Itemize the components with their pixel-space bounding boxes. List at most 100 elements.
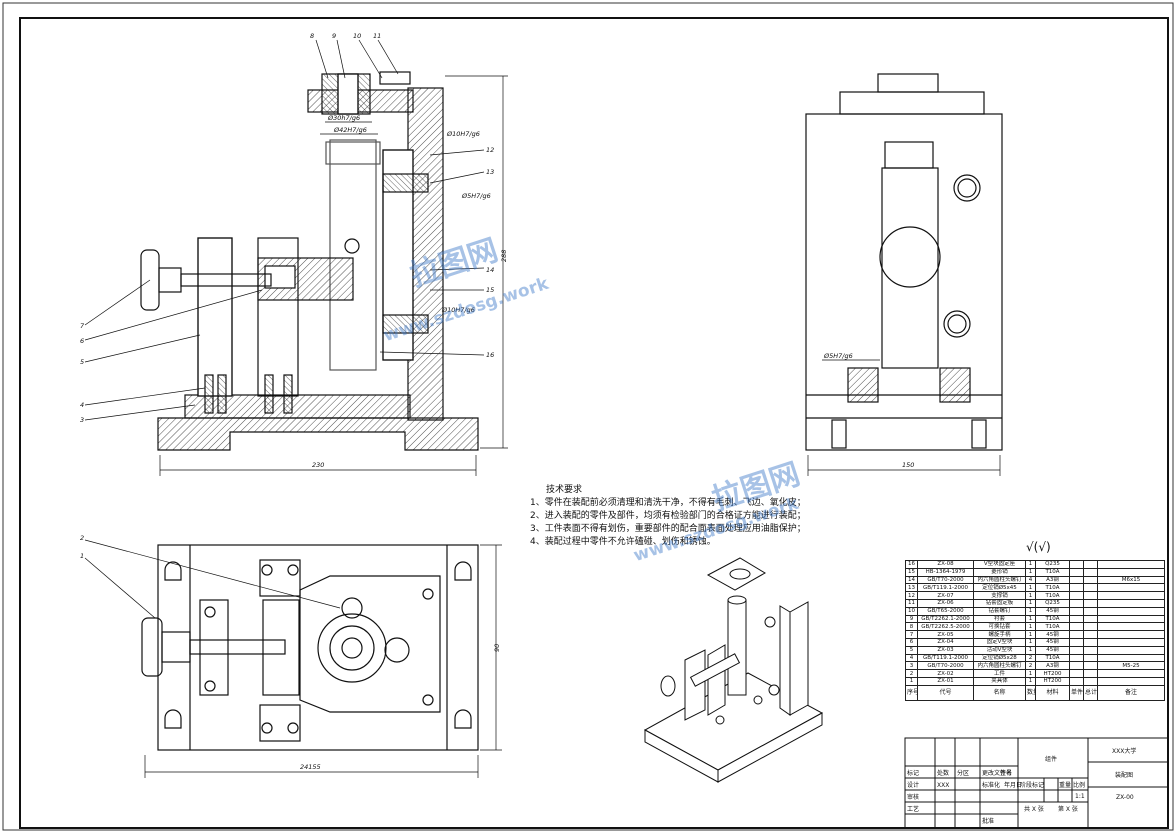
tb-change: 更改文件号 [982, 769, 1012, 777]
bom-cell: ZX-04 [917, 637, 974, 647]
bom-cell [1069, 653, 1084, 663]
dim-d42: Ø42H7/g6 [333, 126, 367, 134]
notes-line-4: 4、装配过程中零件不允许磕碰、划伤和锈蚀。 [530, 537, 716, 547]
balloon-14: 14 [486, 266, 494, 274]
dim-d30: Ø30h7/g6 [327, 114, 360, 122]
bom-cell: T10A [1035, 622, 1070, 632]
bom-cell: 工件 [973, 669, 1026, 678]
tb-zone: 分区 [957, 769, 969, 777]
bom-cell [1097, 583, 1165, 593]
bom-cell: 10 [905, 606, 918, 616]
tb-sheets: 共 X 张 [1024, 805, 1044, 813]
bom-cell: M6x15 [1097, 575, 1165, 585]
tb-count: 处数 [937, 769, 949, 777]
front-base [157, 417, 479, 451]
tb-check: 审核 [907, 793, 919, 801]
bom-cell: 活动V型块 [973, 645, 1026, 655]
bom-cell: 1 [1025, 583, 1036, 593]
bom-cell [1069, 669, 1084, 678]
side-view [805, 73, 1003, 476]
side-dim-d5: Ø5H7/g6 [823, 352, 853, 360]
bom-cell: Q235 [1035, 560, 1070, 569]
tb-school: XXX大学 [1112, 747, 1136, 755]
bom-cell: 5 [905, 645, 918, 655]
title-block [904, 737, 1169, 829]
front-view-labels: 8 9 10 11 12 13 7 6 5 4 3 14 15 16 Ø30h7… [80, 32, 508, 469]
top-bushing [317, 613, 387, 683]
front-column [407, 87, 444, 421]
bom-cell: GB/T70-2000 [917, 575, 974, 585]
bom-cell [1097, 622, 1165, 632]
balloon-15: 15 [486, 286, 494, 294]
bom-cell: 内六角圆柱头螺钉 [973, 661, 1026, 671]
technical-requirements: 技术要求 1、零件在装配前必须清理和清洗干净，不得有毛刺、飞边、氧化皮； 2、进… [530, 484, 880, 549]
workpiece [329, 139, 377, 371]
bom-cell [1097, 598, 1165, 608]
bom-cell: 定位销Ø5x45 [973, 583, 1026, 593]
bom-cell: 2 [1025, 661, 1036, 671]
balloon-8: 8 [310, 32, 314, 40]
bom-cell: 14 [905, 575, 918, 585]
bom-header-cell: 数量 [1025, 684, 1036, 701]
bom-cell [1083, 676, 1098, 686]
bom-cell: 45钢 [1035, 645, 1070, 655]
bom-cell: 固定V型块 [973, 637, 1026, 647]
balloon-13: 13 [486, 168, 494, 176]
bom-cell [1069, 661, 1084, 671]
bom-cell: 45钢 [1035, 630, 1070, 639]
tb-craft: 工艺 [907, 805, 919, 813]
bom-cell: HT200 [1035, 669, 1070, 678]
roughness-symbol: √(√) [1026, 540, 1051, 554]
bom-header-cell: 总计 [1083, 684, 1098, 701]
bom-cell: GB/T65-2000 [917, 606, 974, 616]
bom-cell [1083, 637, 1098, 647]
top-base [157, 544, 479, 751]
tb-design: 设计 [907, 781, 919, 789]
dim-height: 288 [500, 250, 508, 262]
bom-cell: 菱形销 [973, 567, 1026, 577]
bom-cell [1069, 676, 1084, 686]
bom-cell [1097, 567, 1165, 577]
bom-cell [1069, 583, 1084, 593]
bom-cell [1083, 591, 1098, 600]
balloon-3: 3 [80, 416, 84, 424]
side-body [805, 113, 1003, 451]
tb-drawing-name: 装配图 [1115, 771, 1133, 779]
bom-cell [1069, 591, 1084, 600]
bom-cell [1097, 653, 1165, 663]
bom-cell [1069, 567, 1084, 577]
balloon-10: 10 [353, 32, 361, 40]
bom-cell: 3 [905, 661, 918, 671]
bom-cell: 9 [905, 614, 918, 624]
bom-cell: 6 [905, 637, 918, 647]
bom-cell: 11 [905, 598, 918, 608]
tb-mark: 标记 [907, 769, 919, 777]
bom-cell: A3钢 [1035, 575, 1070, 585]
bom-cell [1097, 630, 1165, 639]
bom-cell: 钻套螺钉 [973, 606, 1026, 616]
bom-cell [1083, 575, 1098, 585]
bom-cell [1083, 606, 1098, 616]
bom-header-cell: 名称 [973, 684, 1026, 701]
top-handle [141, 617, 163, 677]
bom-cell [1069, 575, 1084, 585]
bom-cell: ZX-07 [917, 591, 974, 600]
front-view [84, 39, 508, 476]
bom-cell [1083, 622, 1098, 632]
bom-cell: ZX-02 [917, 669, 974, 678]
bom-cell [1069, 606, 1084, 616]
top-view [84, 539, 502, 778]
bom-cell: 钻套固定板 [973, 598, 1026, 608]
bom-cell [1097, 669, 1165, 678]
